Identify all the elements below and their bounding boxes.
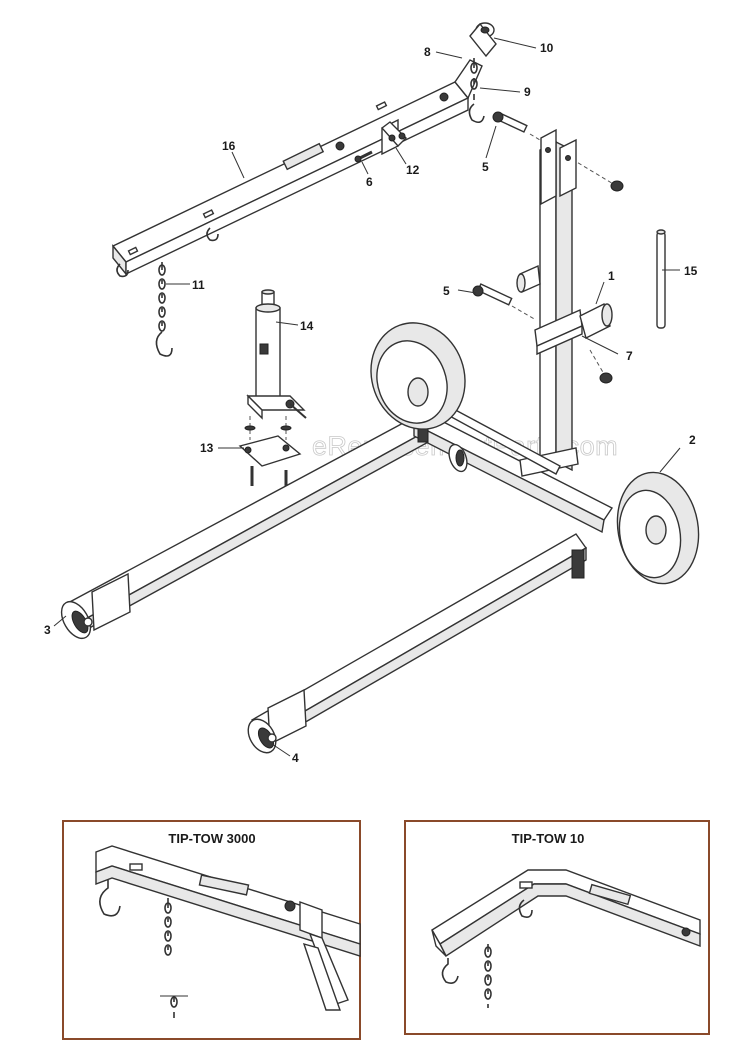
callout-14: 14	[300, 319, 314, 333]
jack-base-plate	[238, 416, 302, 490]
callout-leaders	[53, 37, 681, 757]
inset-title-tip-tow-10: TIP-TOW 10	[512, 831, 585, 846]
right-wheel	[616, 471, 700, 585]
callout-13: 13	[200, 441, 214, 455]
caster-center	[448, 443, 468, 473]
inset-title-tip-tow-3000: TIP-TOW 3000	[168, 831, 255, 846]
callout-5-upper: 5	[482, 160, 489, 174]
boom-chain	[155, 262, 173, 357]
caster-left	[60, 600, 93, 640]
left-wheel	[370, 322, 466, 430]
callout-9: 9	[524, 85, 531, 99]
callout-8: 8	[424, 45, 431, 59]
hydraulic-jack	[246, 289, 307, 420]
callout-7: 7	[626, 349, 633, 363]
callout-3: 3	[44, 623, 51, 637]
callout-2: 2	[689, 433, 696, 447]
boom-bracket	[354, 118, 407, 163]
callout-11: 11	[192, 278, 205, 292]
callout-6: 6	[366, 175, 373, 189]
callout-1: 1	[608, 269, 615, 283]
boom-head-pin	[469, 22, 497, 58]
inset-tip-tow-10: TIP-TOW 10	[404, 820, 710, 1035]
callout-16: 16	[222, 139, 236, 153]
base-frame	[64, 404, 614, 748]
mast-pin	[516, 264, 613, 340]
callout-15: 15	[684, 264, 698, 278]
callout-4: 4	[292, 751, 299, 765]
boom-arm	[111, 59, 483, 278]
callout-5-lower: 5	[443, 284, 450, 298]
mast	[534, 128, 583, 472]
callout-10: 10	[540, 41, 554, 55]
lower-bolt	[472, 283, 613, 384]
handle-bar	[656, 229, 666, 329]
caster-right	[247, 718, 277, 754]
callout-12: 12	[406, 163, 420, 177]
top-chain	[468, 58, 485, 124]
callout-labels: 1 2 3 4 5 5 6 7 8 9 10 11 12 13 14 15 16	[44, 41, 698, 765]
inset-tip-tow-3000: TIP-TOW 3000	[62, 820, 361, 1040]
